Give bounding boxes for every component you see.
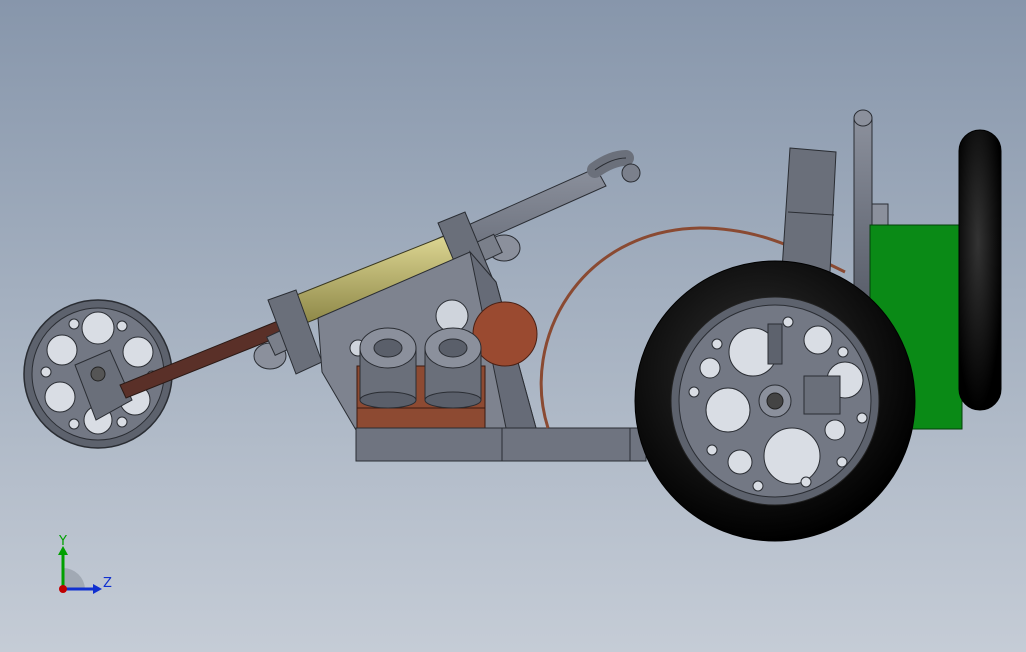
right-bushing — [424, 327, 482, 409]
side-tire[interactable] — [958, 129, 1002, 411]
rear-wheel[interactable] — [634, 260, 916, 542]
motor-block[interactable] — [356, 327, 486, 429]
base-rail[interactable] — [355, 427, 647, 462]
left-bushing — [359, 327, 417, 409]
copper-disc[interactable] — [472, 301, 538, 367]
x-axis-dot — [59, 585, 67, 593]
rear-upright[interactable] — [781, 109, 889, 319]
axis-triad: Y Z — [58, 534, 112, 594]
y-axis-label: Y — [58, 534, 67, 549]
z-axis-label: Z — [103, 576, 112, 591]
